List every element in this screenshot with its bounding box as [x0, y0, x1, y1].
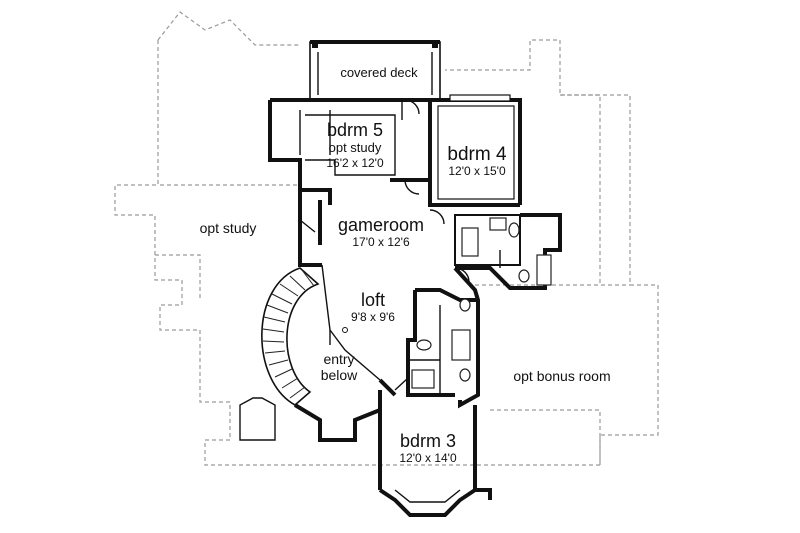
bdrm5-closet-walls: [299, 100, 430, 182]
bath-north: [454, 214, 552, 286]
opt-study-label: opt study: [200, 220, 257, 236]
bdrm3-label: bdrm 3: [400, 431, 456, 451]
bdrm5-dimensions: 16'2 x 12'0: [326, 156, 384, 170]
entry-below-label: below: [321, 367, 358, 383]
bdrm5-opt-study-label: opt study: [329, 140, 382, 155]
gameroom-dimensions: 17'0 x 12'6: [352, 235, 410, 249]
bdrm5-label: bdrm 5: [327, 120, 383, 140]
door-swings: [299, 99, 470, 391]
loft-railing: [321, 264, 397, 397]
covered-deck-label: covered deck: [340, 65, 418, 80]
loft-dimensions: 9'8 x 9'6: [351, 310, 395, 324]
loft-label: loft: [361, 290, 385, 310]
bdrm4-label: bdrm 4: [447, 144, 507, 165]
curved-staircase: [261, 267, 320, 406]
gameroom-label: gameroom: [338, 215, 424, 235]
opt-bonus-room-label: opt bonus room: [513, 368, 610, 384]
bdrm3-dimensions: 12'0 x 14'0: [399, 451, 457, 465]
bdrm4-dimensions: 12'0 x 15'0: [448, 164, 506, 178]
bath-center: [406, 288, 478, 397]
bdrm3-walls: [378, 390, 492, 517]
roof-outline: [114, 11, 659, 466]
entry-label: entry: [323, 351, 354, 367]
exterior-walls: [268, 98, 562, 409]
bdrm4-walls: [437, 94, 515, 200]
entry-walls: [239, 390, 382, 442]
